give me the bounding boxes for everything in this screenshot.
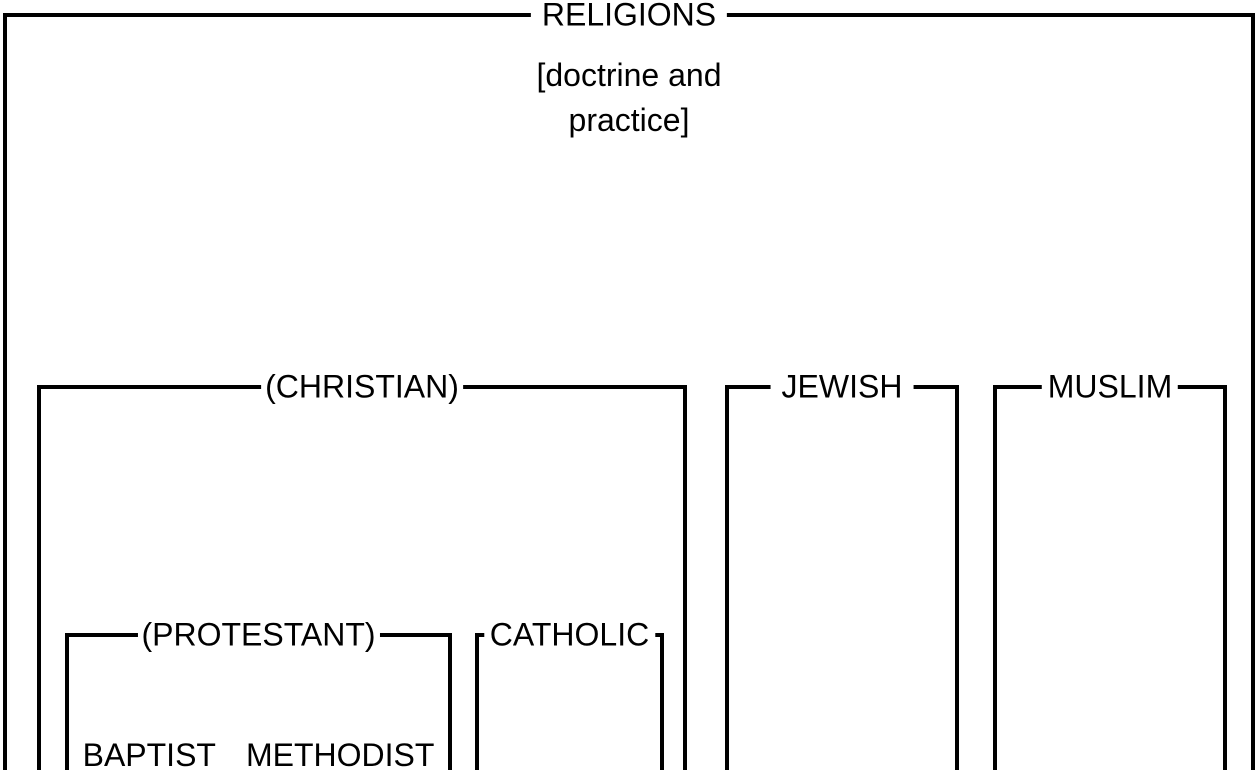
doctrine-annotation: [doctrine and practice] bbox=[536, 53, 721, 143]
jewish-box: JEWISH bbox=[725, 369, 959, 770]
christian-label: (CHRISTIAN) bbox=[261, 369, 463, 405]
religions-label: RELIGIONS bbox=[530, 0, 728, 33]
protestant-box: (PROTESTANT) BAPTIST METHODIST bbox=[65, 617, 452, 770]
doctrine-annotation-line-2: practice] bbox=[568, 102, 690, 138]
catholic-box: CATHOLIC bbox=[475, 617, 664, 770]
christian-box: (CHRISTIAN) (PROTESTANT) BAPTIST METHODI… bbox=[37, 369, 687, 770]
member-baptist: BAPTIST bbox=[82, 737, 216, 770]
jewish-label: JEWISH bbox=[770, 369, 914, 405]
protestant-members: BAPTIST METHODIST bbox=[69, 737, 448, 770]
muslim-label: MUSLIM bbox=[1041, 369, 1179, 405]
protestant-label: (PROTESTANT) bbox=[137, 617, 380, 653]
catholic-label: CATHOLIC bbox=[483, 617, 656, 653]
member-methodist: METHODIST bbox=[245, 737, 435, 770]
doctrine-annotation-line-1: [doctrine and bbox=[536, 57, 722, 93]
religions-box: RELIGIONS [doctrine and practice] (CHRIS… bbox=[3, 0, 1255, 770]
muslim-box: MUSLIM bbox=[993, 369, 1227, 770]
